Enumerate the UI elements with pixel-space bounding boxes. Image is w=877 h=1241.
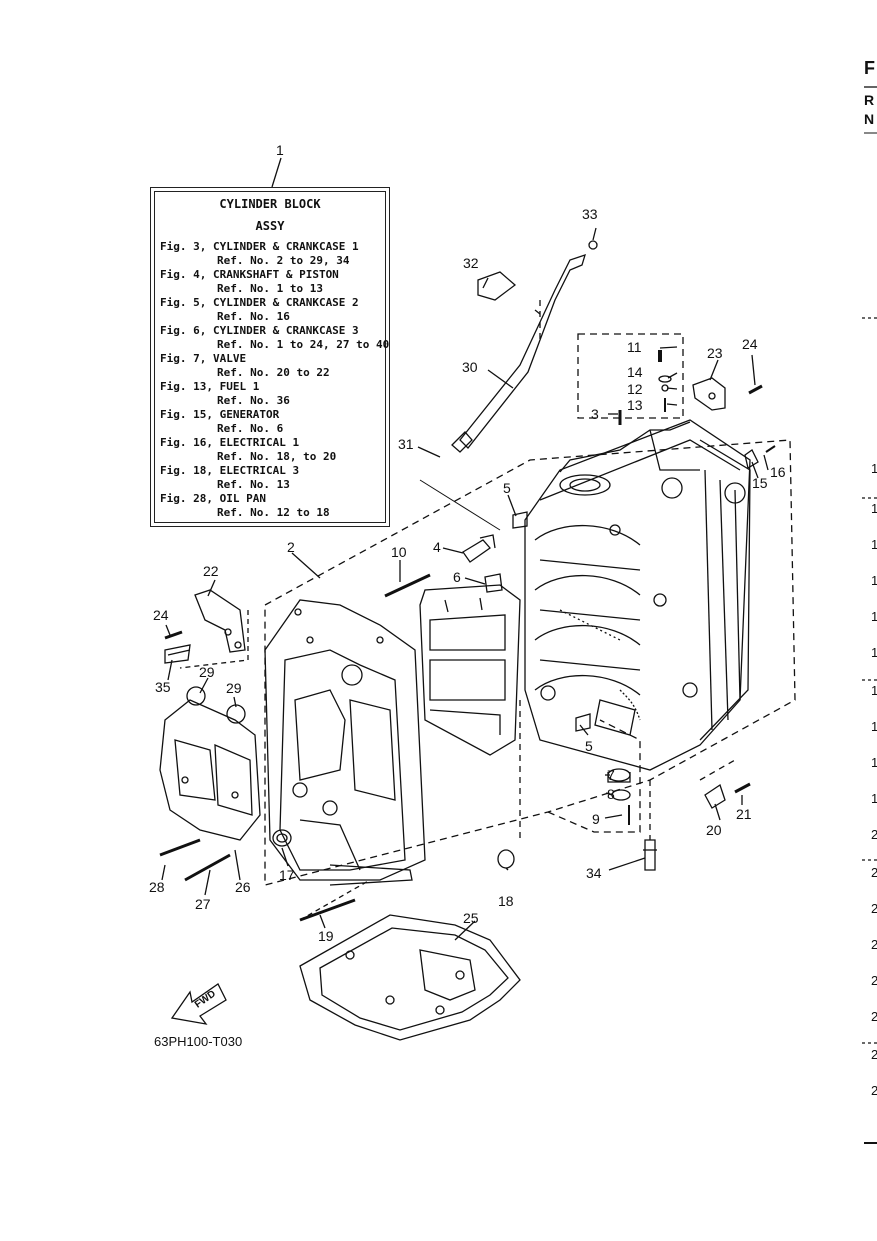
callout-20: 20 [706,822,722,838]
callout-6: 6 [453,569,461,585]
reference-box-inner-border [154,191,386,523]
reference-line: Fig. 28, OIL PAN [160,492,266,505]
callout-16: 16 [770,464,786,480]
margin-number: 1 [871,461,877,476]
callout-26: 26 [235,879,251,895]
callout-19: 19 [318,928,334,944]
reference-line: Ref. No. 20 to 22 [217,366,330,379]
margin-letter-n: N [864,111,875,127]
callout-29: 29 [199,664,215,680]
margin-number: 2 [871,937,877,952]
callout-17: 17 [279,867,295,883]
reference-line: Ref. No. 13 [217,478,290,491]
reference-line: Fig. 16, ELECTRICAL 1 [160,436,300,449]
callout-35: 35 [155,679,171,695]
reference-line: Fig. 5, CYLINDER & CRANKCASE 2 [160,296,359,309]
reference-line: Fig. 15, GENERATOR [160,408,280,421]
callout-7: 7 [607,767,615,783]
reference-line: Fig. 18, ELECTRICAL 3 [160,464,300,477]
margin-number: 2 [871,827,877,842]
callout-12: 12 [627,381,643,397]
reference-line: Fig. 6, CYLINDER & CRANKCASE 3 [160,324,359,337]
callout-22: 22 [203,563,219,579]
callout-21: 21 [736,806,752,822]
margin-number: 1 [871,573,877,588]
callout-9: 9 [592,811,600,827]
callout-18: 18 [498,893,514,909]
callout-34: 34 [586,865,602,881]
margin-number: 2 [871,901,877,916]
margin-number: 1 [871,609,877,624]
callout-30: 30 [462,359,478,375]
margin-number: 1 [871,755,877,770]
margin-number: 2 [871,1083,877,1098]
margin-number: 1 [871,645,877,660]
callout-14: 14 [627,364,643,380]
reference-line: Ref. No. 1 to 24, 27 to 40 [217,338,390,351]
reference-line: Ref. No. 16 [217,310,290,323]
callout-31: 31 [398,436,414,452]
callout-32: 32 [463,255,479,271]
margin-number: 2 [871,1009,877,1024]
callout-28: 28 [149,879,165,895]
reference-line: Fig. 13, FUEL 1 [160,380,260,393]
callout-5: 5 [503,480,511,496]
margin-number: 2 [871,1047,877,1062]
reference-line: Ref. No. 1 to 13 [217,282,323,295]
margin-number: 1 [871,683,877,698]
reference-line: Ref. No. 12 to 18 [217,506,330,519]
reference-line: Ref. No. 2 to 29, 34 [217,254,350,267]
callout-13: 13 [627,397,643,413]
callout-27: 27 [195,896,211,912]
reference-line: Fig. 4, CRANKSHAFT & PISTON [160,268,339,281]
diagram-code: 63PH100-T030 [154,1034,243,1049]
callout-4: 4 [433,539,441,555]
margin-number: 2 [871,973,877,988]
callout-33: 33 [582,206,598,222]
callout-25: 25 [463,910,479,926]
callout-23: 23 [707,345,723,361]
callout-24-left: 24 [153,607,169,623]
margin-number: 2 [871,865,877,880]
callout-5-lower: 5 [585,738,593,754]
callout-10: 10 [391,544,407,560]
box-title-line-2: ASSY [255,219,285,233]
callout-1: 1 [276,142,284,158]
reference-line: Fig. 7, VALVE [160,352,247,365]
callout-15: 15 [752,475,768,491]
reference-line: Ref. No. 6 [217,422,284,435]
callout-29-right: 29 [226,680,242,696]
cylinder-block-reference-box: CYLINDER BLOCK ASSY Fig. 3, CYLINDER & C… [150,187,390,527]
callout-8: 8 [607,786,615,802]
margin-number: 1 [871,501,877,516]
callout-3: 3 [591,406,599,422]
margin-letter-r: R [864,92,875,108]
callout-2: 2 [287,539,295,555]
margin-number: 1 [871,719,877,734]
margin-letter-f: F [864,58,875,78]
box-title-line-1: CYLINDER BLOCK [219,197,321,211]
reference-line: Ref. No. 18, to 20 [217,450,337,463]
callout-11: 11 [627,339,642,355]
margin-number: 1 [871,791,877,806]
reference-line: Ref. No. 36 [217,394,290,407]
reference-line: Fig. 3, CYLINDER & CRANKCASE 1 [160,240,359,253]
callout-24: 24 [742,336,758,352]
margin-number: 1 [871,537,877,552]
